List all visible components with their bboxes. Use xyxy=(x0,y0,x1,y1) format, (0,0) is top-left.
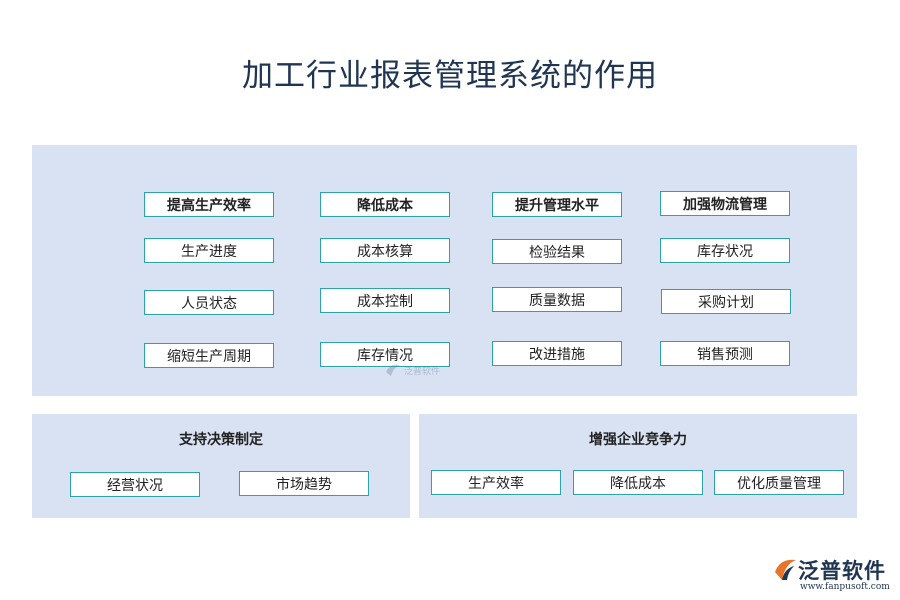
item-quality-data: 质量数据 xyxy=(492,287,622,312)
item-improvement-measures: 改进措施 xyxy=(492,341,622,366)
column-header-efficiency: 提高生产效率 xyxy=(144,192,274,217)
decision-support-title: 支持决策制定 xyxy=(179,432,263,448)
item-business-status: 经营状况 xyxy=(70,472,200,497)
item-cost-control: 成本控制 xyxy=(320,288,450,313)
item-shorten-cycle: 缩短生产周期 xyxy=(144,343,274,368)
page-title: 加工行业报表管理系统的作用 xyxy=(242,58,658,94)
watermark-text: 泛普软件 xyxy=(404,366,441,377)
item-inventory-situation: 库存情况 xyxy=(320,342,450,367)
brand-logo: 泛普软件 www.fanpusoft.com xyxy=(772,553,897,595)
logo-name: 泛普软件 xyxy=(798,559,886,583)
competitiveness-title: 增强企业竞争力 xyxy=(589,432,687,448)
fanpu-logo-icon xyxy=(775,559,796,580)
item-inspection-results: 检验结果 xyxy=(492,239,622,264)
item-sales-forecast: 销售预测 xyxy=(660,341,790,366)
item-production-progress: 生产进度 xyxy=(144,238,274,263)
watermark-logo-icon xyxy=(386,364,400,376)
watermark: 泛普软件 xyxy=(384,362,440,378)
item-reduce-cost: 降低成本 xyxy=(573,470,703,495)
column-header-management: 提升管理水平 xyxy=(492,192,622,217)
logo-url: www.fanpusoft.com xyxy=(800,582,890,592)
bottom-right-panel xyxy=(419,414,857,518)
item-market-trend: 市场趋势 xyxy=(239,471,369,496)
column-header-cost: 降低成本 xyxy=(320,192,450,217)
item-purchase-plan: 采购计划 xyxy=(661,289,791,314)
bottom-left-panel xyxy=(32,414,410,518)
item-production-efficiency: 生产效率 xyxy=(431,470,561,495)
item-cost-accounting: 成本核算 xyxy=(320,238,450,263)
column-header-logistics: 加强物流管理 xyxy=(660,191,790,216)
item-stock-status: 库存状况 xyxy=(660,238,790,263)
item-optimize-quality: 优化质量管理 xyxy=(714,470,844,495)
item-staff-status: 人员状态 xyxy=(144,290,274,315)
